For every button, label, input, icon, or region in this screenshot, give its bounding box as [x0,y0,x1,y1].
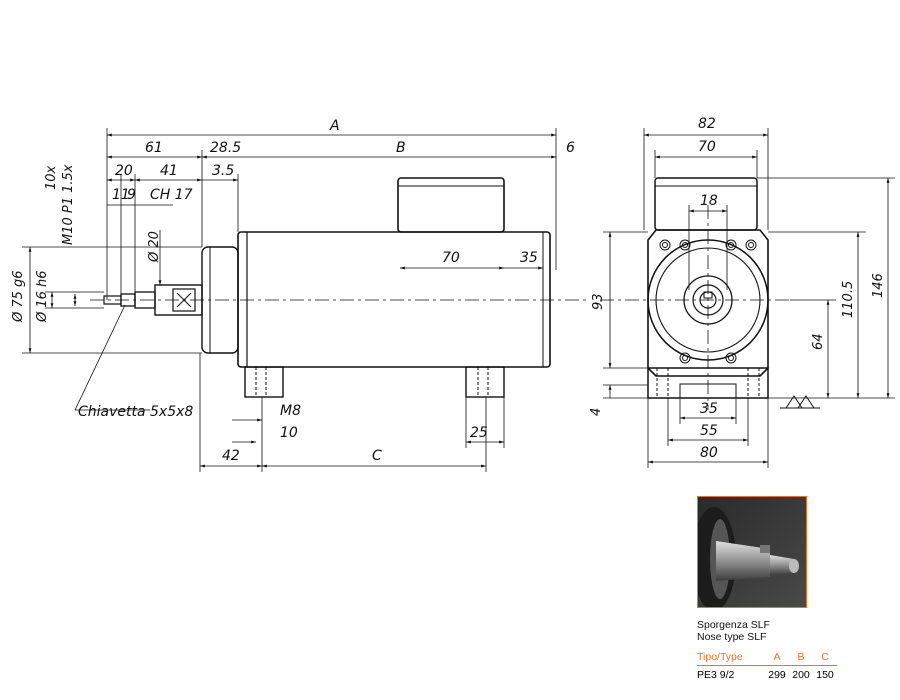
dim-ch17: CH 17 [150,187,193,203]
dim-18: 18 [700,193,718,209]
dim-thread: M10 P1 1.5x [61,164,76,245]
dim-28-5: 28.5 [210,140,241,156]
dim-A: A [329,118,340,134]
dim-80: 80 [700,445,718,461]
dim-82: 82 [698,116,716,132]
dim-20: 20 [115,163,133,179]
header-b: B [789,648,813,666]
dim-70-side: 70 [442,250,460,266]
dim-70-front: 70 [698,139,716,155]
type-table: Tipo/Type A B C PE3 9/2 299 200 150 [697,648,837,683]
dim-B: B [396,140,406,156]
front-housing [647,229,769,377]
dim-35-front: 35 [700,401,718,417]
cell-c: 150 [816,668,834,681]
front-dimensions [603,128,895,468]
dim-61: 61 [145,140,163,156]
dim-55: 55 [700,423,718,439]
cell-a: 299 [768,668,786,681]
dim-35-side: 35 [520,250,538,266]
front-dim-texts: 82 70 18 35 55 80 93 4 64 110.5 146 [589,116,886,461]
dim-3-5: 3.5 [212,163,234,179]
dim-11: 11 [112,187,130,203]
dim-diam-16: Ø 16 h6 [35,270,50,323]
foot-front [244,366,284,398]
nose-caption: Sporgenza SLF Nose type SLF [697,619,770,643]
nose-label-it: Sporgenza SLF [697,619,770,631]
dim-9: 9 [127,187,136,203]
front-view [600,177,820,410]
dim-146: 146 [871,273,886,298]
dim-C: C [372,448,382,464]
ground-symbol [780,395,820,409]
nose-label-en: Nose type SLF [697,631,767,643]
dim-25: 25 [470,425,488,441]
dim-diam-20: Ø 20 [147,231,162,263]
dim-42: 42 [222,448,240,464]
motor-body [237,231,551,368]
dim-93: 93 [591,293,606,310]
side-view [90,177,590,398]
nose-photo-image [698,497,806,607]
side-dim-texts: A B C 61 28.5 6 20 41 3.5 11 9 CH 17 70 … [11,118,575,464]
cell-type: PE3 9/2 [697,668,735,681]
header-c: C [813,648,837,666]
dim-diam-75: Ø 75 g6 [11,270,26,323]
dim-64: 64 [811,333,826,350]
foot-rear [465,366,505,398]
table-row: PE3 9/2 299 200 150 [697,666,837,684]
dim-4: 4 [589,408,604,416]
nose-photo [697,496,807,608]
side-dimensions [22,128,557,472]
header-a: A [765,648,789,666]
dim-m8: M8 [280,403,301,419]
dim-6: 6 [566,140,575,156]
cell-b: 200 [792,668,810,681]
dim-10x: 10x [44,165,59,190]
dim-110-5: 110.5 [841,281,856,318]
header-type: Tipo/Type [697,648,765,666]
type-table-header: Tipo/Type A B C [697,648,837,666]
key-label: Chiavetta 5x5x8 [78,404,193,420]
dim-10: 10 [280,425,298,441]
connector-box [397,177,505,233]
dim-41: 41 [160,163,178,179]
